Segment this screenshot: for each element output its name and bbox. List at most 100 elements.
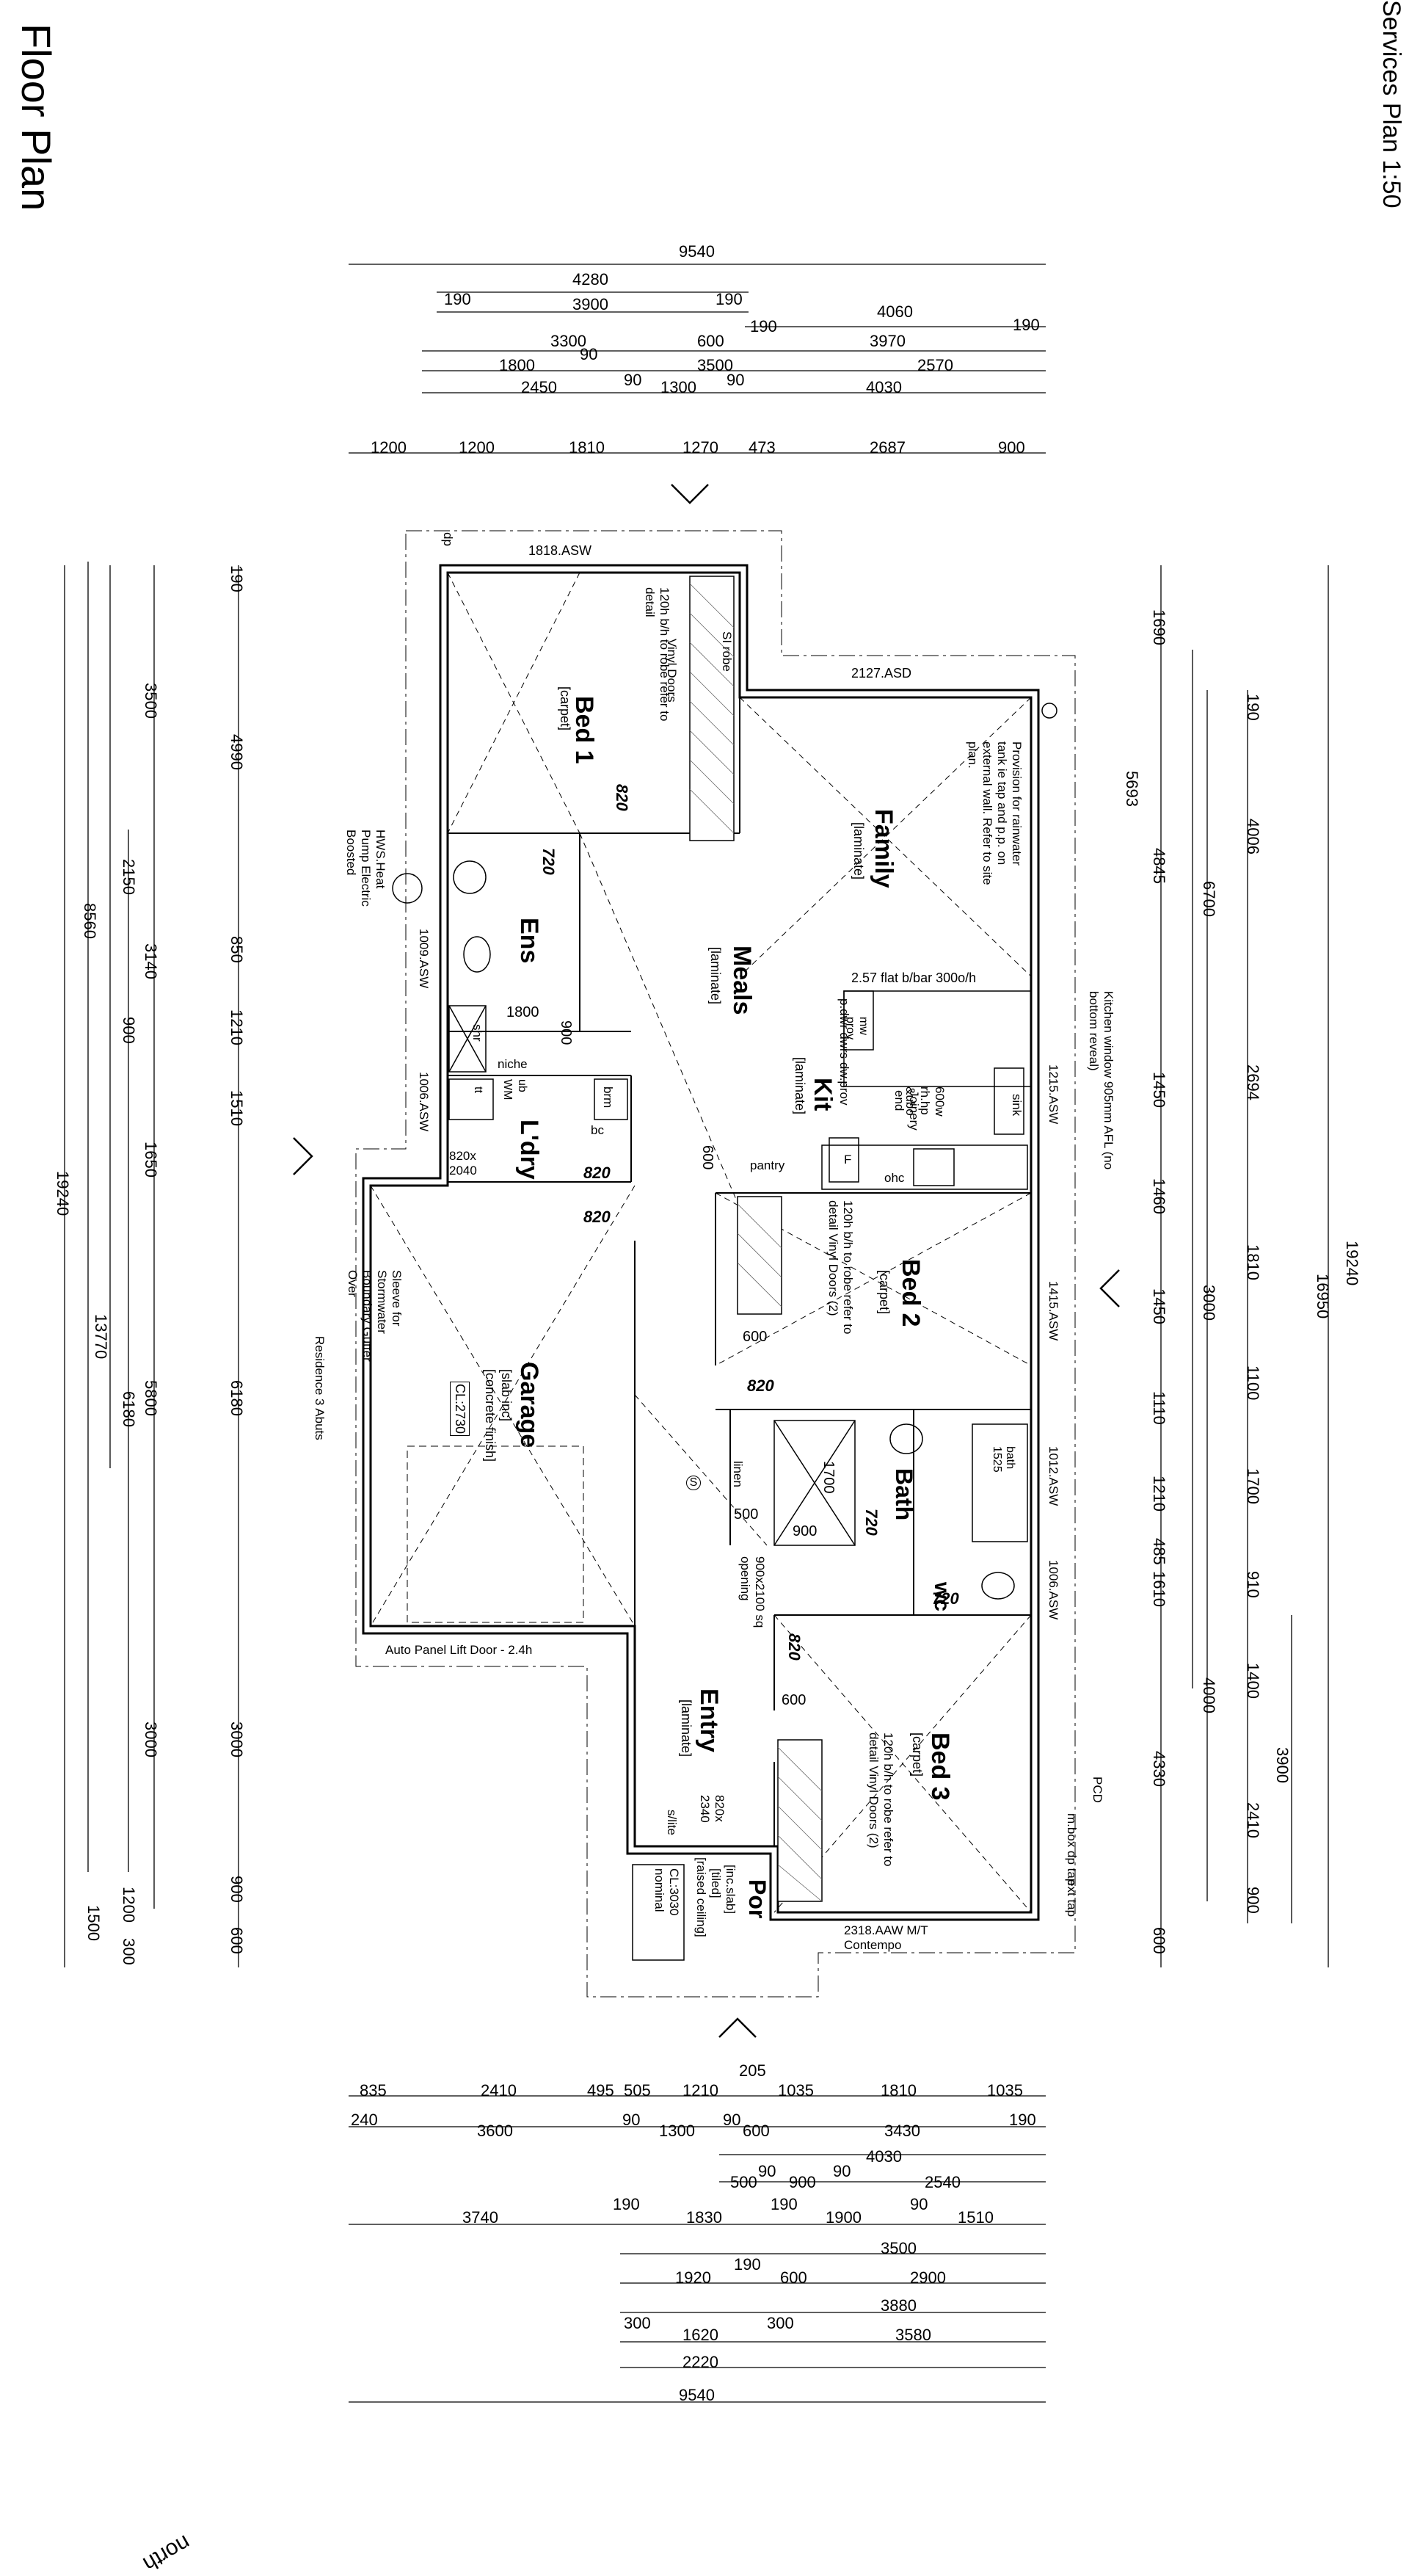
note-bc: bc xyxy=(591,1123,604,1137)
diagonal-guides xyxy=(370,572,1032,1913)
dim-right-1690: 1690 xyxy=(1150,609,1168,645)
note-robe2: 120h b/h to robe refer to detail Vinyl D… xyxy=(826,1200,855,1335)
room-garage: Garage xyxy=(515,1362,543,1448)
dim-left-900: 900 xyxy=(120,1017,138,1044)
dim-bot-190d: 190 xyxy=(734,2255,761,2274)
note-ext-tap: ext tap xyxy=(1065,1879,1079,1918)
note-bath-1525: bath 1525 xyxy=(991,1446,1016,1473)
dim-top-1300: 1300 xyxy=(660,378,696,396)
dim-900-shower: 900 xyxy=(558,1020,574,1045)
room-garage-note: [concrete finish] xyxy=(483,1369,498,1462)
drawing-title-right: Services Plan 1:50 xyxy=(1377,0,1405,208)
dim-top-600: 600 xyxy=(697,332,724,350)
dim-bot-1620: 1620 xyxy=(682,2326,718,2344)
room-meals-floor: [laminate] xyxy=(708,947,723,1005)
note-lift-door: Auto Panel Lift Door - 2.4h xyxy=(385,1643,533,1657)
dim-right-910: 910 xyxy=(1244,1571,1262,1598)
dim-900-bath: 900 xyxy=(793,1523,818,1539)
room-por-floor2: [tiled] xyxy=(709,1868,723,1898)
door-820-garage: 820 xyxy=(583,1208,611,1226)
dim-right-16950: 16950 xyxy=(1314,1274,1332,1319)
dim-left-6180a: 6180 xyxy=(120,1391,138,1427)
dim-bot-3600: 3600 xyxy=(477,2122,513,2140)
room-por: Por xyxy=(744,1879,771,1919)
dim-left-19240: 19240 xyxy=(54,1171,72,1216)
dim-left-3000a: 3000 xyxy=(142,1721,160,1757)
dim-bot-240: 240 xyxy=(351,2111,378,2129)
room-family: Family xyxy=(870,809,898,888)
dim-right-6700: 6700 xyxy=(1200,881,1218,917)
dim-bot-3880: 3880 xyxy=(881,2296,917,2315)
section-markers xyxy=(293,484,1120,2038)
note-ohc: ohc xyxy=(884,1171,905,1185)
note-sleeve: Sleeve for Stormwater Boundary Gutter Ov… xyxy=(346,1270,404,1362)
dim-top-473: 473 xyxy=(749,438,776,457)
dim-bot-495: 495 xyxy=(587,2081,614,2100)
note-kitchen-window: Kitchen window 905mm AFL (no bottom reve… xyxy=(1087,991,1115,1170)
dim-left-3000b: 3000 xyxy=(227,1721,246,1757)
note-linen: linen xyxy=(731,1461,745,1487)
room-por-floor: [inc.slab] xyxy=(724,1865,738,1915)
dim-top-2687: 2687 xyxy=(870,438,906,457)
dim-top-3970: 3970 xyxy=(870,332,906,350)
dim-right-1110: 1110 xyxy=(1150,1391,1168,1425)
dim-right-19240: 19240 xyxy=(1343,1241,1361,1286)
dim-left-850: 850 xyxy=(227,936,246,963)
room-kit: Kit xyxy=(809,1078,837,1111)
dim-right-2694: 2694 xyxy=(1244,1064,1262,1100)
note-sink: sink xyxy=(1010,1094,1024,1117)
roof-line xyxy=(355,530,1076,1998)
dim-left-5800: 5800 xyxy=(142,1380,160,1416)
dim-top-2570: 2570 xyxy=(917,356,953,374)
note-asw1012: 1012.ASW xyxy=(1046,1446,1060,1506)
dim-bot-300b: 300 xyxy=(767,2314,794,2332)
dim-bot-90a: 90 xyxy=(622,2111,641,2129)
room-kit-floor: [laminate] xyxy=(793,1057,807,1115)
dim-top-2450: 2450 xyxy=(521,378,557,396)
note-sq-opening: 900x2100 sq opening xyxy=(738,1556,767,1628)
note-asw1006b: 1006.ASW xyxy=(1046,1560,1060,1620)
note-dp: dp xyxy=(441,532,455,546)
porch-box xyxy=(632,1864,685,1961)
note-robe: SI robe xyxy=(720,631,734,672)
dim-top-3500: 3500 xyxy=(697,356,733,374)
house-outline xyxy=(362,564,1040,1921)
note-slite: s/lite xyxy=(665,1810,679,1835)
dim-left-1510: 1510 xyxy=(227,1090,246,1126)
dim-bot-1035b: 1035 xyxy=(987,2081,1023,2100)
room-garage-floor: [slab inc] xyxy=(499,1369,514,1422)
floor-plan-drawing: Floor Plan Services Plan 1:50 Bed 1 [car… xyxy=(13,0,1405,2576)
dim-right-4845: 4845 xyxy=(1150,848,1168,884)
note-mw-prov: mw prov xyxy=(844,1017,870,1040)
note-brm: brm xyxy=(601,1086,615,1109)
dim-bot-2410: 2410 xyxy=(481,2081,517,2100)
dim-left-6180b: 6180 xyxy=(227,1380,246,1416)
dim-right-5693: 5693 xyxy=(1123,771,1141,807)
dim-bot-1830: 1830 xyxy=(686,2208,722,2227)
room-garage-ceiling: CL:2730 xyxy=(450,1382,470,1437)
dim-bot-190c: 190 xyxy=(771,2195,798,2213)
note-asw1006: 1006.ASW xyxy=(417,1072,431,1132)
dim-bot-2900: 2900 xyxy=(910,2268,946,2287)
dim-left-8560: 8560 xyxy=(81,903,99,939)
dim-right-1610: 1610 xyxy=(1150,1571,1168,1607)
dim-600-robe2: 600 xyxy=(743,1329,768,1345)
note-wm: WM xyxy=(501,1079,514,1100)
dim-left-4990: 4990 xyxy=(227,734,246,770)
note-vinyl1: Vinyl Doors xyxy=(665,639,679,703)
note-asd2127: 2127.ASD xyxy=(851,666,912,681)
dim-top-1810: 1810 xyxy=(569,438,605,457)
dim-top-4030: 4030 xyxy=(866,378,902,396)
dim-right-190: 190 xyxy=(1244,694,1262,721)
note-f: F xyxy=(844,1153,852,1167)
dim-bot-2220: 2220 xyxy=(682,2353,718,2371)
dim-right-1460: 1460 xyxy=(1150,1178,1168,1214)
dim-bot-2540: 2540 xyxy=(925,2173,961,2191)
dim-bot-3500: 3500 xyxy=(881,2239,917,2257)
dim-bot-190b: 190 xyxy=(613,2195,640,2213)
dim-right-1100: 1100 xyxy=(1244,1365,1262,1401)
note-pcd: PCD xyxy=(1091,1777,1104,1803)
dim-top-900: 900 xyxy=(998,438,1025,457)
garage-door-outline xyxy=(407,1445,584,1623)
note-asw1215: 1215.ASW xyxy=(1046,1064,1060,1125)
